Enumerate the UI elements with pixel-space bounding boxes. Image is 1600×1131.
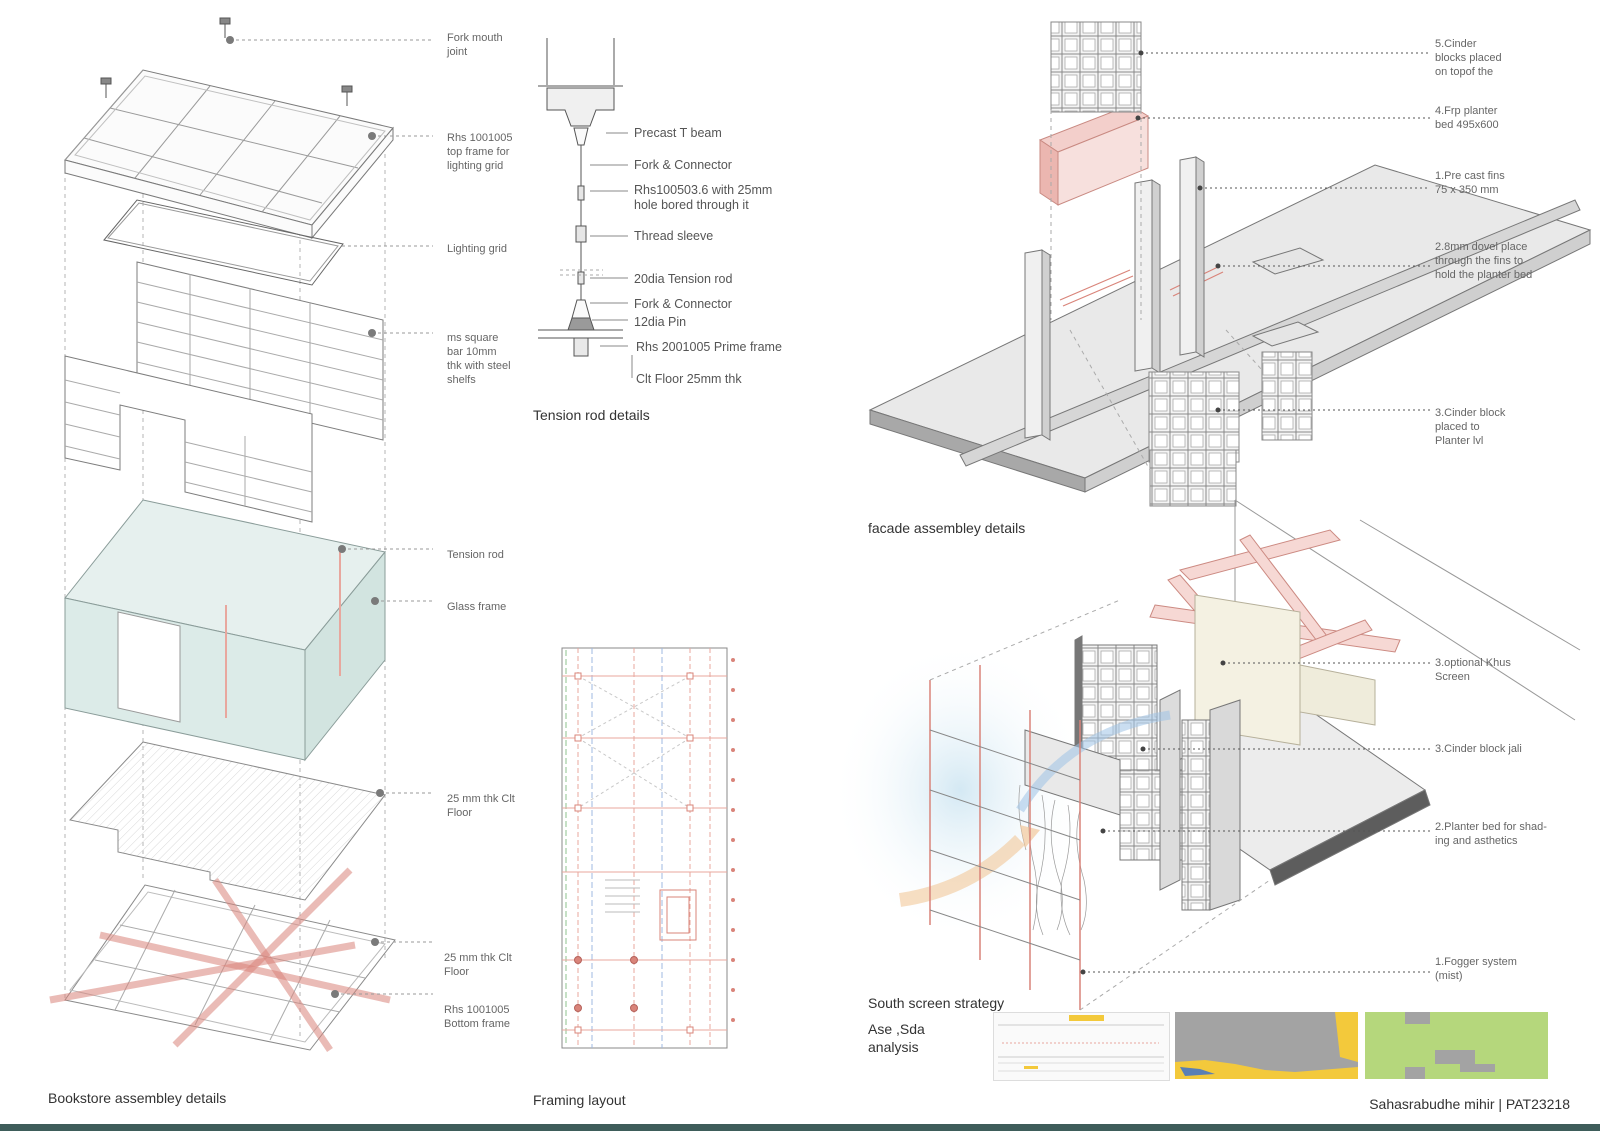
lighting-grid	[103, 199, 344, 286]
front-shelf-unit	[64, 355, 313, 523]
label-fogger-system: 1.Fogger system (mist)	[1435, 956, 1517, 982]
facade-assembly-drawing	[868, 21, 1592, 507]
label-tension-rod: Tension rod	[447, 549, 504, 561]
caption-facade-assembly: facade assembley details	[868, 520, 1026, 536]
label-cinder-top: 5.Cinder blocks placed on topof the	[1435, 38, 1502, 78]
label-planter-shading: 2.Planter bed for shad- ing and asthetic…	[1435, 821, 1547, 847]
label-fork-connector-bottom: Fork & Connector	[634, 297, 732, 311]
label-khus-screen: 3.optional Khus Screen	[1435, 657, 1511, 683]
caption-framing-layout: Framing layout	[533, 1092, 626, 1108]
label-precast-t-beam: Precast T beam	[634, 126, 722, 140]
label-thread-sleeve: Thread sleeve	[634, 229, 714, 243]
label-top-frame: Rhs 1001005 top frame for lighting grid	[447, 132, 513, 172]
label-dovel: 2.8mm dovel place through the fins to ho…	[1435, 241, 1533, 281]
label-rhs100503: Rhs100503.6 with 25mm hole bored through…	[634, 183, 773, 212]
label-prime-frame: Rhs 2001005 Prime frame	[636, 340, 782, 354]
footer-bar	[0, 1124, 1600, 1131]
south-screen-drawing	[830, 499, 1581, 1011]
ase-map-graphic	[1175, 1012, 1358, 1079]
sda-map-graphic	[1405, 1012, 1495, 1079]
caption-ase-sda-analysis: Ase ,Sda analysis	[868, 1021, 925, 1055]
analysis-ase-map	[1175, 1012, 1358, 1079]
label-lighting-grid: Lighting grid	[447, 243, 507, 255]
bottom-frame-red-beams	[49, 867, 391, 1052]
label-20dia-tension-rod: 20dia Tension rod	[634, 272, 733, 286]
label-cinder-planter: 3.Cinder block placed to Planter lvl	[1435, 407, 1506, 447]
author-signature: Sahasrabudhe mihir | PAT23218	[1369, 1096, 1570, 1112]
glass-frame	[64, 499, 386, 762]
bookstore-assembly-drawing	[49, 17, 433, 1052]
label-precast-fins: 1.Pre cast fins 75 x 350 mm	[1435, 170, 1505, 196]
label-clt-floor: 25 mm thk Clt Floor	[447, 793, 515, 819]
label-fork-mouth-joint: Fork mouth joint	[447, 32, 503, 58]
framing-layout-plan	[561, 647, 735, 1049]
caption-south-screen: South screen strategy	[868, 995, 1005, 1011]
caption-bookstore-assembly: Bookstore assembley details	[48, 1090, 227, 1106]
label-ms-square-bar: ms square bar 10mm thk with steel shelfs	[447, 332, 511, 386]
top-frame	[64, 69, 394, 240]
clt-floor-slab	[69, 741, 386, 901]
frp-planter-bed	[1038, 104, 1150, 206]
label-frp-planter: 4.Frp planter bed 495x600	[1435, 105, 1499, 131]
analysis-sda-map	[1365, 1012, 1548, 1079]
label-cinder-jali: 3.Cinder block jali	[1435, 743, 1522, 755]
analysis-chart-panel	[993, 1012, 1170, 1081]
caption-tension-rod-details: Tension rod details	[533, 407, 650, 423]
label-clt-floor-bottom: 25 mm thk Clt Floor	[444, 952, 512, 978]
analysis-chart-graphic	[998, 1015, 1164, 1072]
label-fork-connector-top: Fork & Connector	[634, 158, 732, 172]
label-clt-floor-25mm: Clt Floor 25mm thk	[636, 372, 742, 386]
label-glass-frame: Glass frame	[447, 601, 507, 613]
label-bottom-frame: Rhs 1001005 Bottom frame	[444, 1004, 511, 1030]
label-12dia-pin: 12dia Pin	[634, 315, 687, 329]
tension-rod-detail-drawing	[538, 38, 633, 378]
